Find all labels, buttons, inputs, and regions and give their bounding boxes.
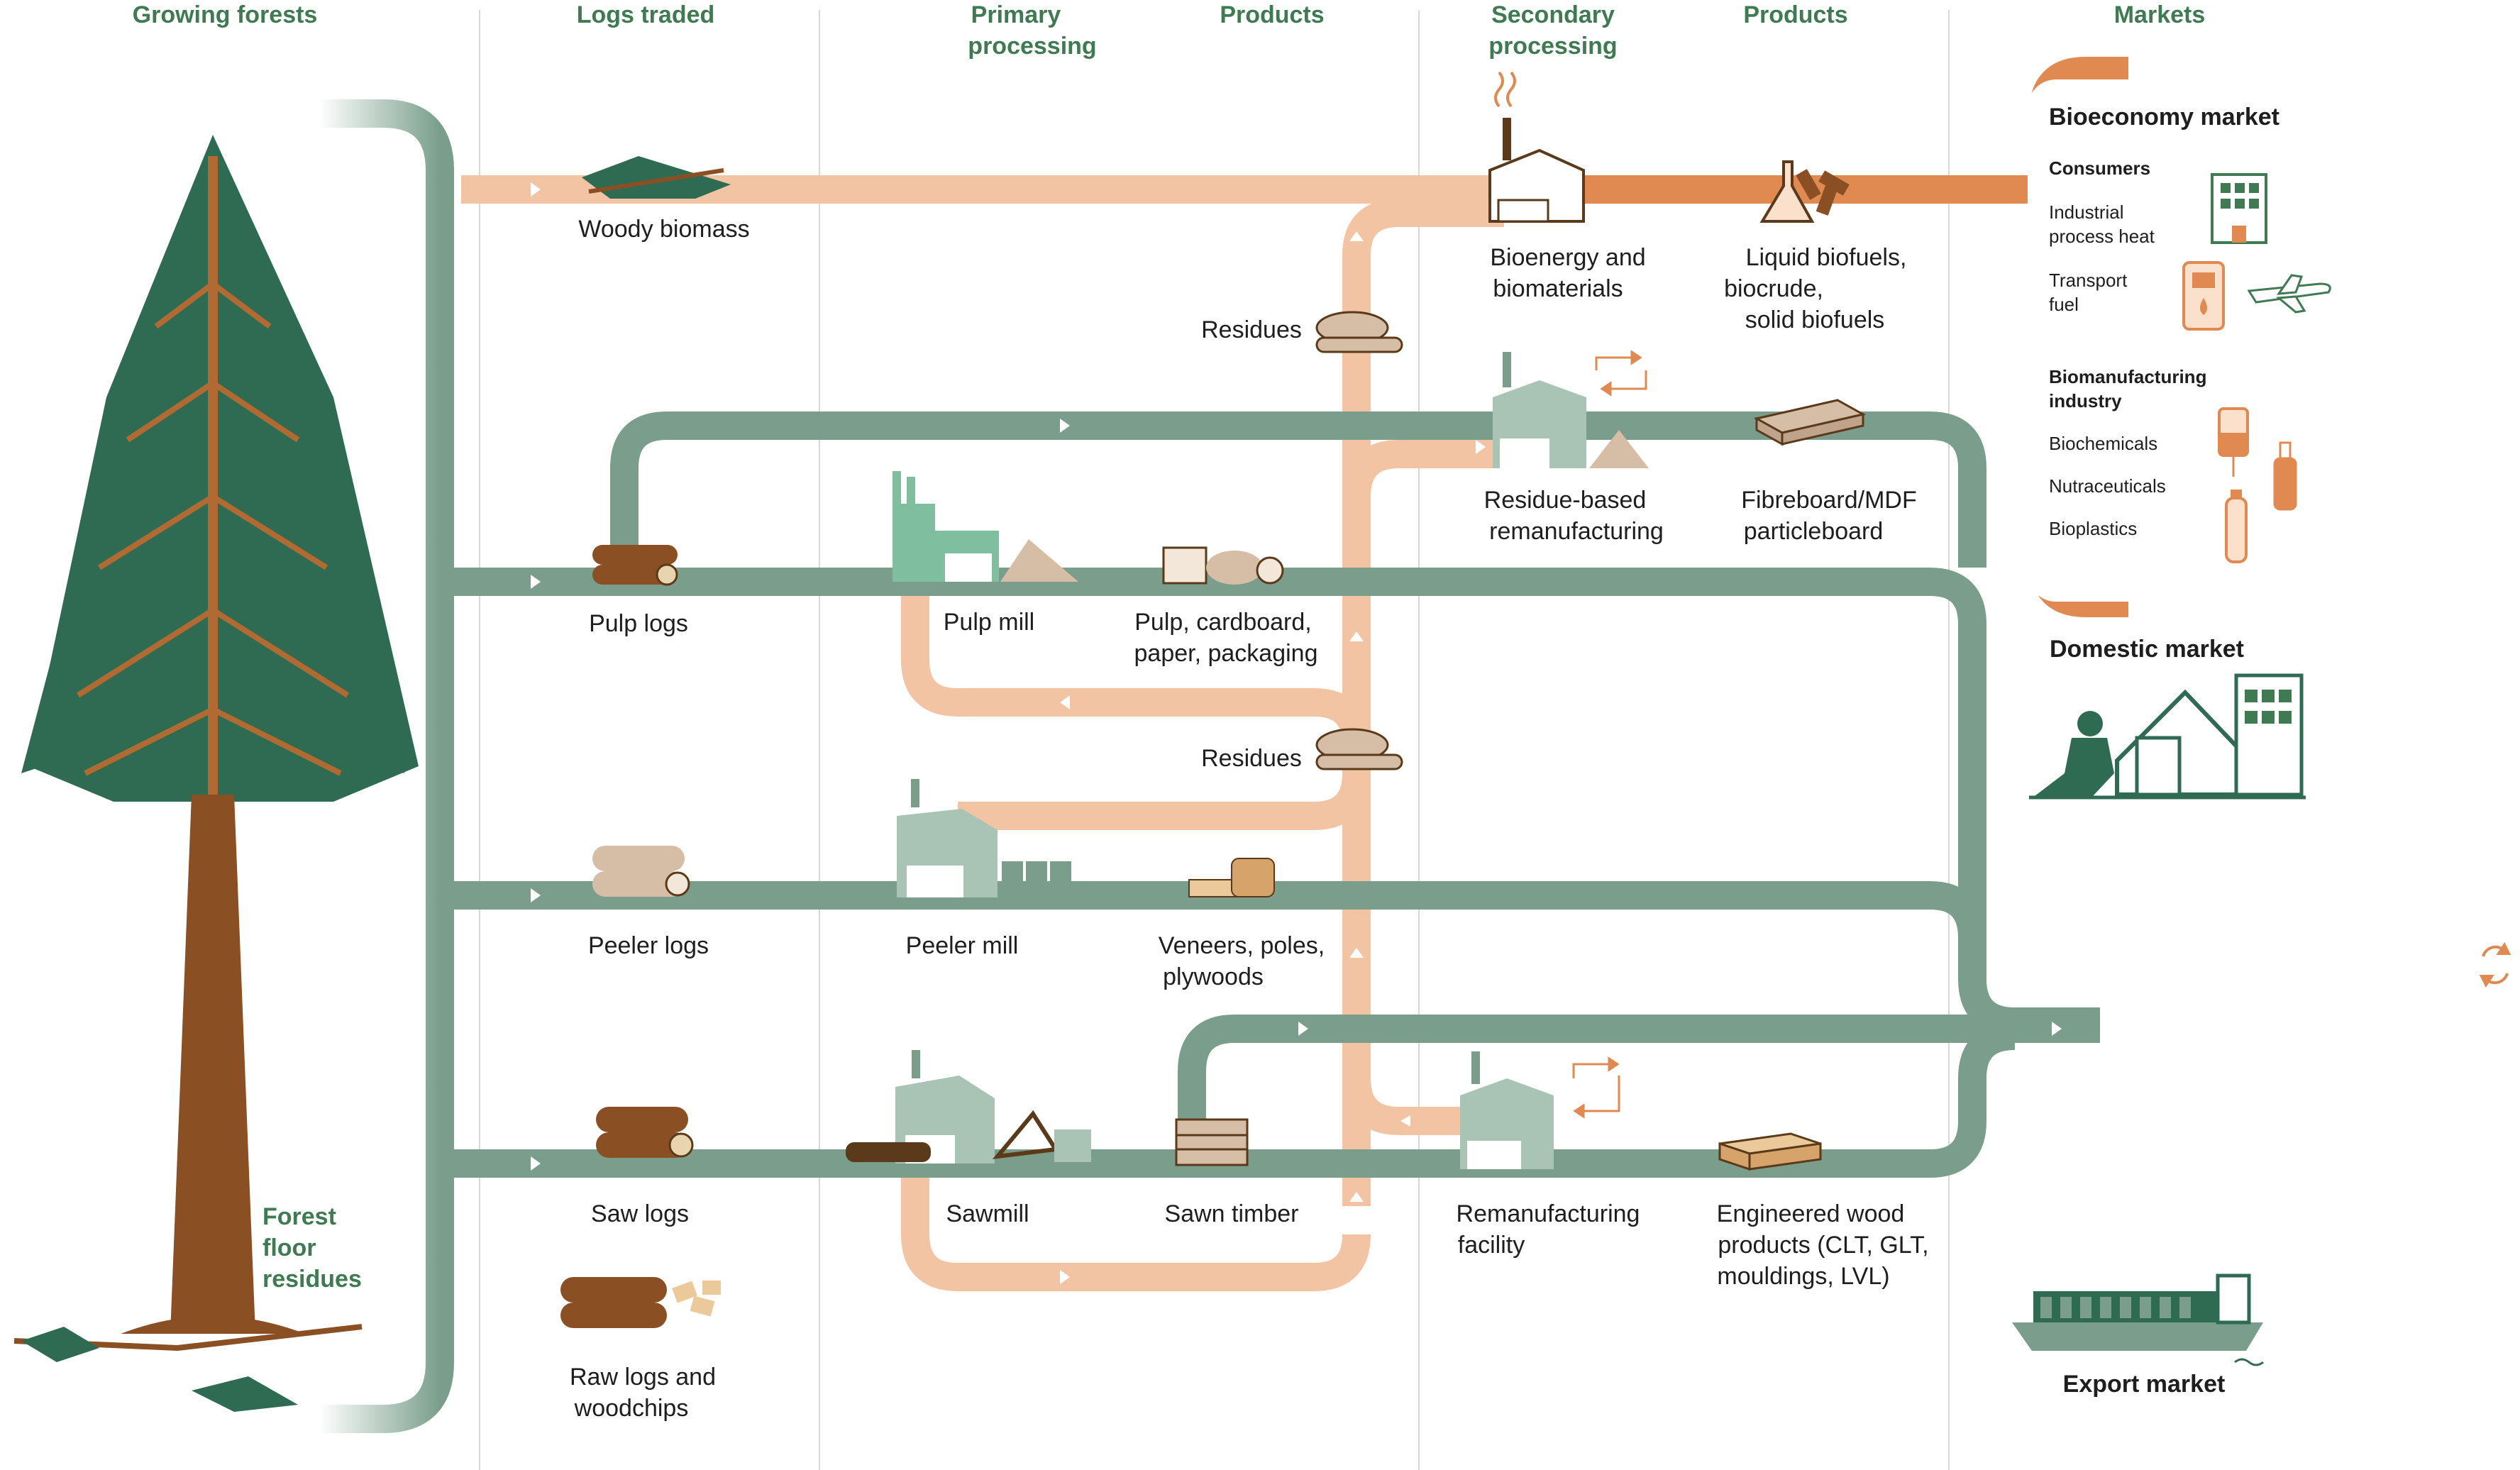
header-secondary-processing-1: Secondary (1491, 1, 1615, 28)
residues-mid-label: Residues (1201, 745, 1302, 772)
sawmill-label: Sawmill (946, 1200, 1029, 1227)
engineered-wood-icon (1718, 1132, 1822, 1171)
peeler-logs-icon (592, 846, 690, 897)
airplane-icon (2247, 274, 2331, 314)
header-growing-forests: Growing forests (133, 1, 318, 28)
ewp-label-2: products (CLT, GLT, (1718, 1232, 1928, 1259)
woody-biomass-icon (582, 156, 731, 199)
header-markets: Markets (2114, 1, 2206, 28)
header-logs-traded: Logs traded (577, 1, 715, 28)
residue-reman-label-2: remanufacturing (1489, 518, 1664, 545)
biomanufacturing-heading-2: industry (2049, 390, 2122, 411)
forest-floor-label-1: Forest (262, 1203, 336, 1230)
iv-bag-icon (2218, 407, 2249, 477)
pulp-logs-label: Pulp logs (589, 610, 688, 637)
pulp-mill-icon (892, 471, 1078, 582)
sawn-timber-icon (1175, 1118, 1249, 1166)
biochemicals-label: Biochemicals (2049, 433, 2157, 454)
fibreboard-label-1: Fibreboard/MDF (1741, 487, 1917, 514)
woody-biomass-label: Woody biomass (578, 216, 749, 243)
transport-fuel-label-2: fuel (2049, 294, 2079, 315)
plastic-bottle-icon (2225, 490, 2248, 563)
reman-facility-label-2: facility (1458, 1232, 1525, 1259)
biofuels-icon (1759, 160, 1850, 223)
sawmill-icon (846, 1050, 1091, 1164)
bioeconomy-market-panel (2028, 79, 2510, 602)
pulp-logs-icon (592, 545, 678, 586)
fibreboard-icon (1753, 399, 1867, 446)
column-headers: Growing forests Logs traded Primary proc… (133, 1, 2206, 60)
peeler-mill-label: Peeler mill (906, 932, 1019, 959)
bioenergy-label-1: Bioenergy and (1490, 244, 1645, 271)
liquid-biofuels-label-1: Liquid biofuels, (1746, 244, 1907, 271)
pulp-products-label-2: paper, packaging (1134, 640, 1318, 667)
raw-logs-label-1: Raw logs and (570, 1364, 716, 1391)
residue-reman-label-1: Residue-based (1484, 487, 1647, 514)
peeler-mill-icon (897, 779, 1071, 897)
header-products-2: Products (1743, 1, 1847, 28)
bioplastics-label: Bioplastics (2049, 518, 2137, 539)
biomanufacturing-heading-1: Biomanufacturing (2049, 366, 2206, 387)
residues-top-label: Residues (1201, 316, 1302, 343)
forest-floor-label-3: residues (262, 1266, 362, 1293)
raw-logs-label-2: woodchips (574, 1395, 689, 1422)
peeler-logs-label: Peeler logs (588, 932, 709, 959)
fibreboard-label-2: particleboard (1744, 518, 1884, 545)
export-market-label: Export market (2063, 1371, 2226, 1398)
liquid-biofuels-label-2: biocrude, (1724, 275, 1823, 302)
pulp-paper-icon (1162, 546, 1284, 585)
veneers-label-2: plywoods (1163, 963, 1264, 990)
bioeconomy-market-title: Bioeconomy market (2049, 104, 2279, 131)
industrial-heat-label-1: Industrial (2049, 201, 2124, 223)
header-products-1: Products (1220, 1, 1324, 28)
veneers-icon (1188, 858, 1275, 897)
industrial-heat-label-2: process heat (2049, 226, 2155, 247)
consumers-heading: Consumers (2049, 158, 2150, 179)
residues-mid-icon (1315, 728, 1403, 770)
spray-bottle-icon (2273, 441, 2297, 511)
header-secondary-processing-2: processing (1488, 33, 1617, 60)
bioenergy-label-2: biomaterials (1493, 275, 1623, 302)
log-flows (319, 99, 2128, 1433)
refresh-icon[interactable] (2479, 942, 2511, 988)
veneers-label-1: Veneers, poles, (1159, 932, 1325, 959)
pulp-products-label-1: Pulp, cardboard, (1134, 609, 1312, 636)
column-dividers (479, 10, 1950, 1470)
ewp-label-1: Engineered wood (1717, 1200, 1905, 1227)
nutraceuticals-label: Nutraceuticals (2049, 475, 2166, 497)
transport-fuel-label-1: Transport (2049, 270, 2128, 291)
office-building-icon (2211, 173, 2267, 244)
fuel-pump-icon (2182, 261, 2225, 331)
domestic-market-icon (2029, 673, 2306, 800)
pulp-mill-label: Pulp mill (944, 609, 1034, 636)
flow-arrows (531, 182, 2121, 1334)
reman-facility-icon (1460, 1051, 1554, 1169)
saw-logs-label: Saw logs (591, 1200, 689, 1227)
liquid-biofuels-label-3: solid biofuels (1745, 306, 1885, 333)
reman-recycle-arrows-icon (1572, 1056, 1620, 1119)
saw-logs-icon (596, 1107, 694, 1158)
header-primary-processing-1: Primary (971, 1, 1061, 28)
reman-facility-label-1: Remanufacturing (1457, 1200, 1640, 1227)
residue-reman-plant-icon (1493, 352, 1649, 468)
ewp-label-3: mouldings, LVL) (1717, 1263, 1889, 1290)
container-ship-icon (2012, 1273, 2264, 1366)
forest-floor-label-2: floor (262, 1234, 316, 1261)
domestic-market-label: Domestic market (2050, 636, 2244, 663)
pine-tree-icon (13, 135, 419, 1412)
recycle-arrows-icon (1595, 350, 1647, 397)
residues-top-icon (1315, 311, 1403, 353)
raw-logs-woodchips-icon (560, 1277, 721, 1328)
bioenergy-plant-icon (1488, 71, 1585, 223)
header-primary-processing-2: processing (968, 33, 1096, 60)
sawn-timber-label: Sawn timber (1165, 1200, 1299, 1227)
